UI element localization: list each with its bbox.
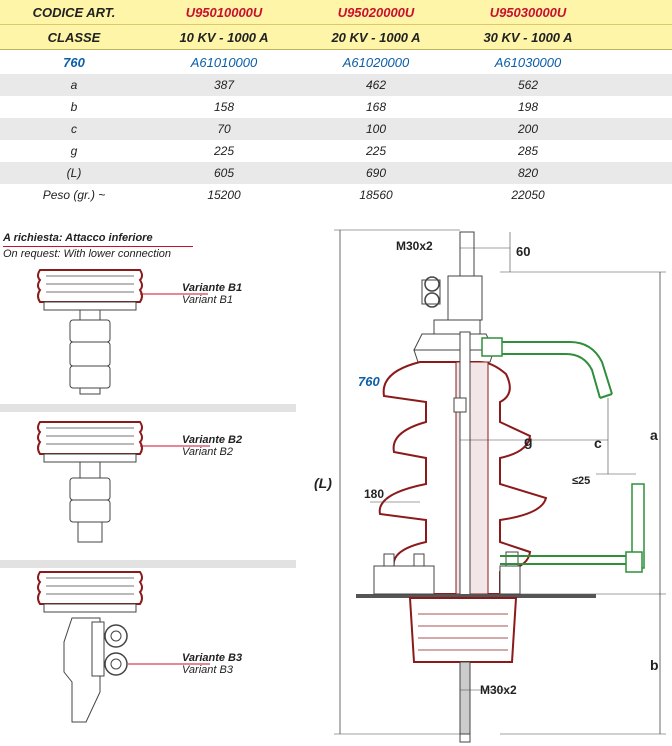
table-row: a 387 462 562 — [0, 74, 672, 96]
row-label: a — [70, 78, 78, 92]
table-row: g 225 225 285 — [0, 140, 672, 162]
green-terminal-top — [481, 337, 613, 399]
class-2: 20 KV - 1000 A — [331, 29, 421, 45]
top-terminal — [459, 231, 475, 277]
table-row: b 158 168 198 — [0, 96, 672, 118]
header-code-label: CODICE ART. — [32, 4, 116, 20]
dim-180: 180 — [364, 487, 384, 501]
spec-table: CODICE ART. U95010000U U95020000U U95030… — [0, 0, 672, 206]
class-label: CLASSE — [47, 29, 101, 45]
variant-b1-label: Variante B1 Variant B1 — [182, 282, 242, 306]
dim-L: (L) — [314, 475, 332, 491]
row-value: 820 — [517, 166, 539, 180]
row-value: 22050 — [511, 188, 545, 202]
row-label: Peso (gr.) ~ — [42, 188, 106, 202]
ref-2: A61020000 — [342, 54, 410, 70]
separator — [0, 404, 296, 412]
central-rod — [459, 331, 471, 743]
row-value: 168 — [365, 100, 387, 114]
variant-b3-it: Variante B3 — [182, 652, 243, 664]
variant-b2-en: Variant B2 — [182, 446, 233, 458]
row-value: 562 — [517, 78, 539, 92]
row-value: 18560 — [359, 188, 393, 202]
table-row: c 70 100 200 — [0, 118, 672, 140]
variant-b3-label: Variante B3 Variant B3 — [182, 652, 242, 676]
header-code-3: U95030000U — [489, 4, 567, 20]
note-underline — [3, 246, 193, 247]
variant-b3-drawing — [37, 571, 210, 723]
row-value: 15200 — [207, 188, 241, 202]
row-label: b — [70, 100, 78, 114]
row-value: 200 — [517, 122, 539, 136]
header-code-2: U95020000U — [337, 4, 415, 20]
row-value: 225 — [365, 144, 387, 158]
variant-b1-it: Variante B1 — [182, 282, 243, 294]
ref-label: 760 — [63, 54, 85, 70]
row-value: 225 — [213, 144, 235, 158]
row-value: 690 — [365, 166, 387, 180]
class-1: 10 KV - 1000 A — [179, 29, 269, 45]
dim-g: g — [524, 433, 533, 449]
row-value: 605 — [213, 166, 235, 180]
lower-insulator — [408, 597, 518, 663]
variant-b3-en: Variant B3 — [182, 664, 233, 676]
table-row: Peso (gr.) ~ 15200 18560 22050 — [0, 184, 672, 206]
row-value: 198 — [517, 100, 539, 114]
class-3: 30 KV - 1000 A — [483, 29, 573, 45]
row-value: 285 — [517, 144, 539, 158]
variant-b2-it: Variante B2 — [182, 434, 243, 446]
table-row: (L) 605 690 820 — [0, 162, 672, 184]
dim-a: a — [650, 427, 658, 443]
row-value: 100 — [365, 122, 387, 136]
row-value: 158 — [213, 100, 235, 114]
ref-760: 760 — [358, 374, 380, 389]
header-code-1: U95010000U — [185, 4, 263, 20]
variant-b1-drawing — [37, 269, 208, 395]
ref-1: A61010000 — [190, 54, 258, 70]
dim-60: 60 — [516, 244, 530, 259]
request-note-en: On request: With lower connection — [3, 248, 172, 260]
variant-b2-drawing — [37, 421, 210, 543]
row-value: 462 — [365, 78, 387, 92]
table-ref-row: 760 A61010000 A61020000 A61030000 — [0, 50, 672, 74]
variants-drawing — [37, 269, 210, 723]
dim-b: b — [650, 657, 659, 673]
table-class-row: CLASSE 10 KV - 1000 A 20 KV - 1000 A 30 … — [0, 25, 672, 50]
dim-m30-top: M30x2 — [396, 239, 433, 253]
request-note-it: A richiesta: Attacco inferiore — [3, 232, 153, 244]
dim-m30-bottom: M30x2 — [480, 683, 517, 697]
variant-b2-label: Variante B2 Variant B2 — [182, 434, 242, 458]
row-label: c — [71, 122, 77, 136]
row-label: g — [70, 144, 78, 158]
row-value: 387 — [213, 78, 235, 92]
dim-s25: ≤25 — [572, 475, 590, 487]
row-value: 70 — [217, 122, 231, 136]
bushing-drawing: M30x2 60 760 g c ≤25 180 (L) a b M30x2 — [314, 229, 666, 743]
green-terminal-bottom — [500, 483, 645, 573]
variant-b1-en: Variant B1 — [182, 294, 233, 306]
separator — [0, 560, 296, 568]
table-header-row: CODICE ART. U95010000U U95020000U U95030… — [0, 0, 672, 25]
dim-c: c — [594, 435, 602, 451]
ref-3: A61030000 — [494, 54, 562, 70]
row-label: (L) — [66, 166, 82, 180]
